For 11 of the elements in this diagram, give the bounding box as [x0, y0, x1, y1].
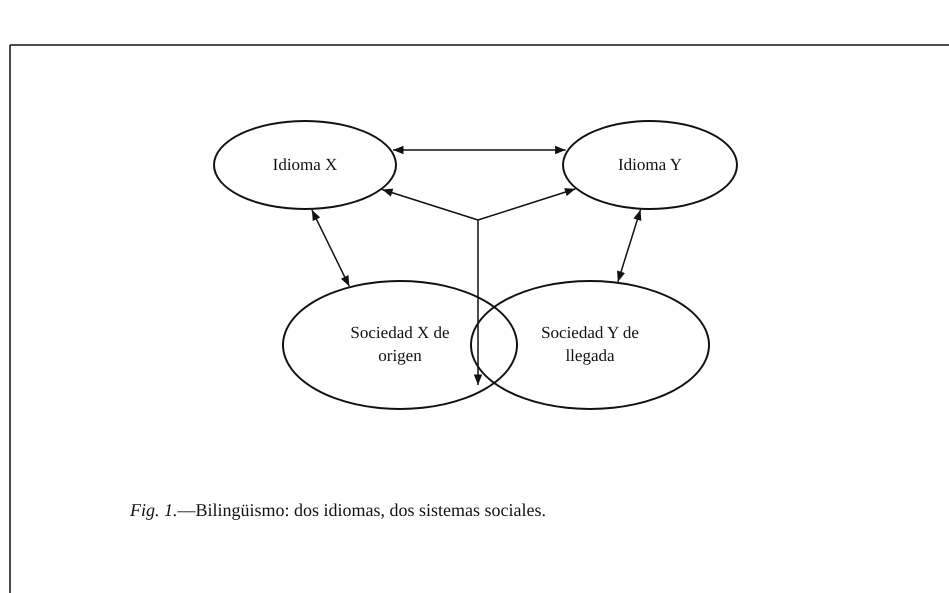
ellipse-node: Idioma X — [213, 120, 397, 210]
double-arrow — [393, 146, 566, 154]
arrow — [382, 188, 478, 221]
double-arrow — [311, 210, 350, 287]
double-arrow — [617, 209, 642, 282]
figure-caption: Fig. 1.—Bilingüismo: dos idiomas, dos sistemas sociales. — [130, 500, 546, 521]
arrow — [478, 188, 576, 221]
ellipse-node: Idioma Y — [562, 120, 738, 210]
arrow — [474, 220, 482, 385]
ellipse-node: Sociedad Y de llegada — [470, 280, 710, 410]
ellipse-node: Sociedad X de origen — [282, 280, 518, 410]
